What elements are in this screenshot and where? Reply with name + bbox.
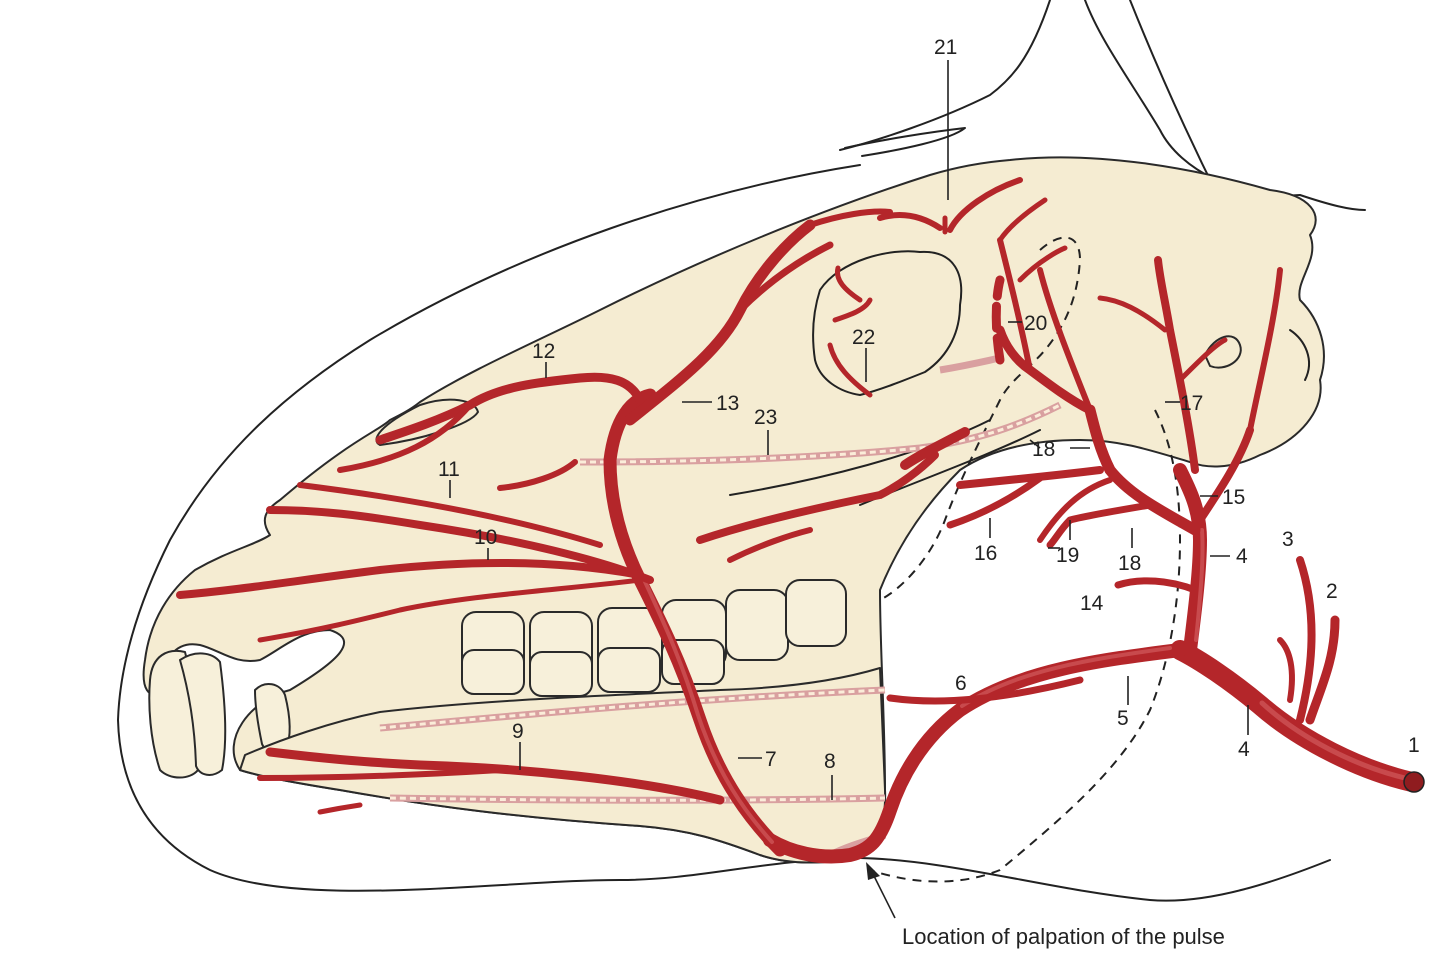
label-10: 10	[474, 526, 497, 549]
label-16: 16	[974, 542, 997, 565]
number-labels: 1 2 3 4 4 5 6 7 8 9 10 11 12 13 14 15 16…	[438, 36, 1420, 773]
label-1: 1	[1408, 734, 1420, 757]
label-13: 13	[716, 392, 739, 415]
label-18-lower: 18	[1118, 552, 1141, 575]
label-20: 20	[1024, 312, 1047, 335]
label-4-upper: 4	[1236, 545, 1248, 568]
incisor-teeth	[148, 650, 291, 779]
label-23: 23	[754, 406, 777, 429]
pulse-location-caption: Location of palpation of the pulse	[902, 924, 1225, 949]
label-5: 5	[1117, 707, 1129, 730]
label-21: 21	[934, 36, 957, 59]
label-22: 22	[852, 326, 875, 349]
label-9: 9	[512, 720, 524, 743]
label-3: 3	[1282, 528, 1294, 551]
head-skin-outline	[117, 0, 1366, 902]
label-17: 17	[1180, 392, 1203, 415]
label-2: 2	[1326, 580, 1338, 603]
label-19: 19	[1056, 544, 1079, 567]
label-15: 15	[1222, 486, 1245, 509]
label-8: 8	[824, 750, 836, 773]
label-4-lower: 4	[1238, 738, 1250, 761]
label-6: 6	[955, 672, 967, 695]
label-12: 12	[532, 340, 555, 363]
label-18-upper: 18	[1032, 438, 1055, 461]
arteries	[176, 177, 1425, 864]
label-14: 14	[1080, 592, 1104, 615]
label-7: 7	[765, 748, 777, 771]
label-11: 11	[438, 458, 460, 481]
leader-lines	[449, 60, 1249, 919]
